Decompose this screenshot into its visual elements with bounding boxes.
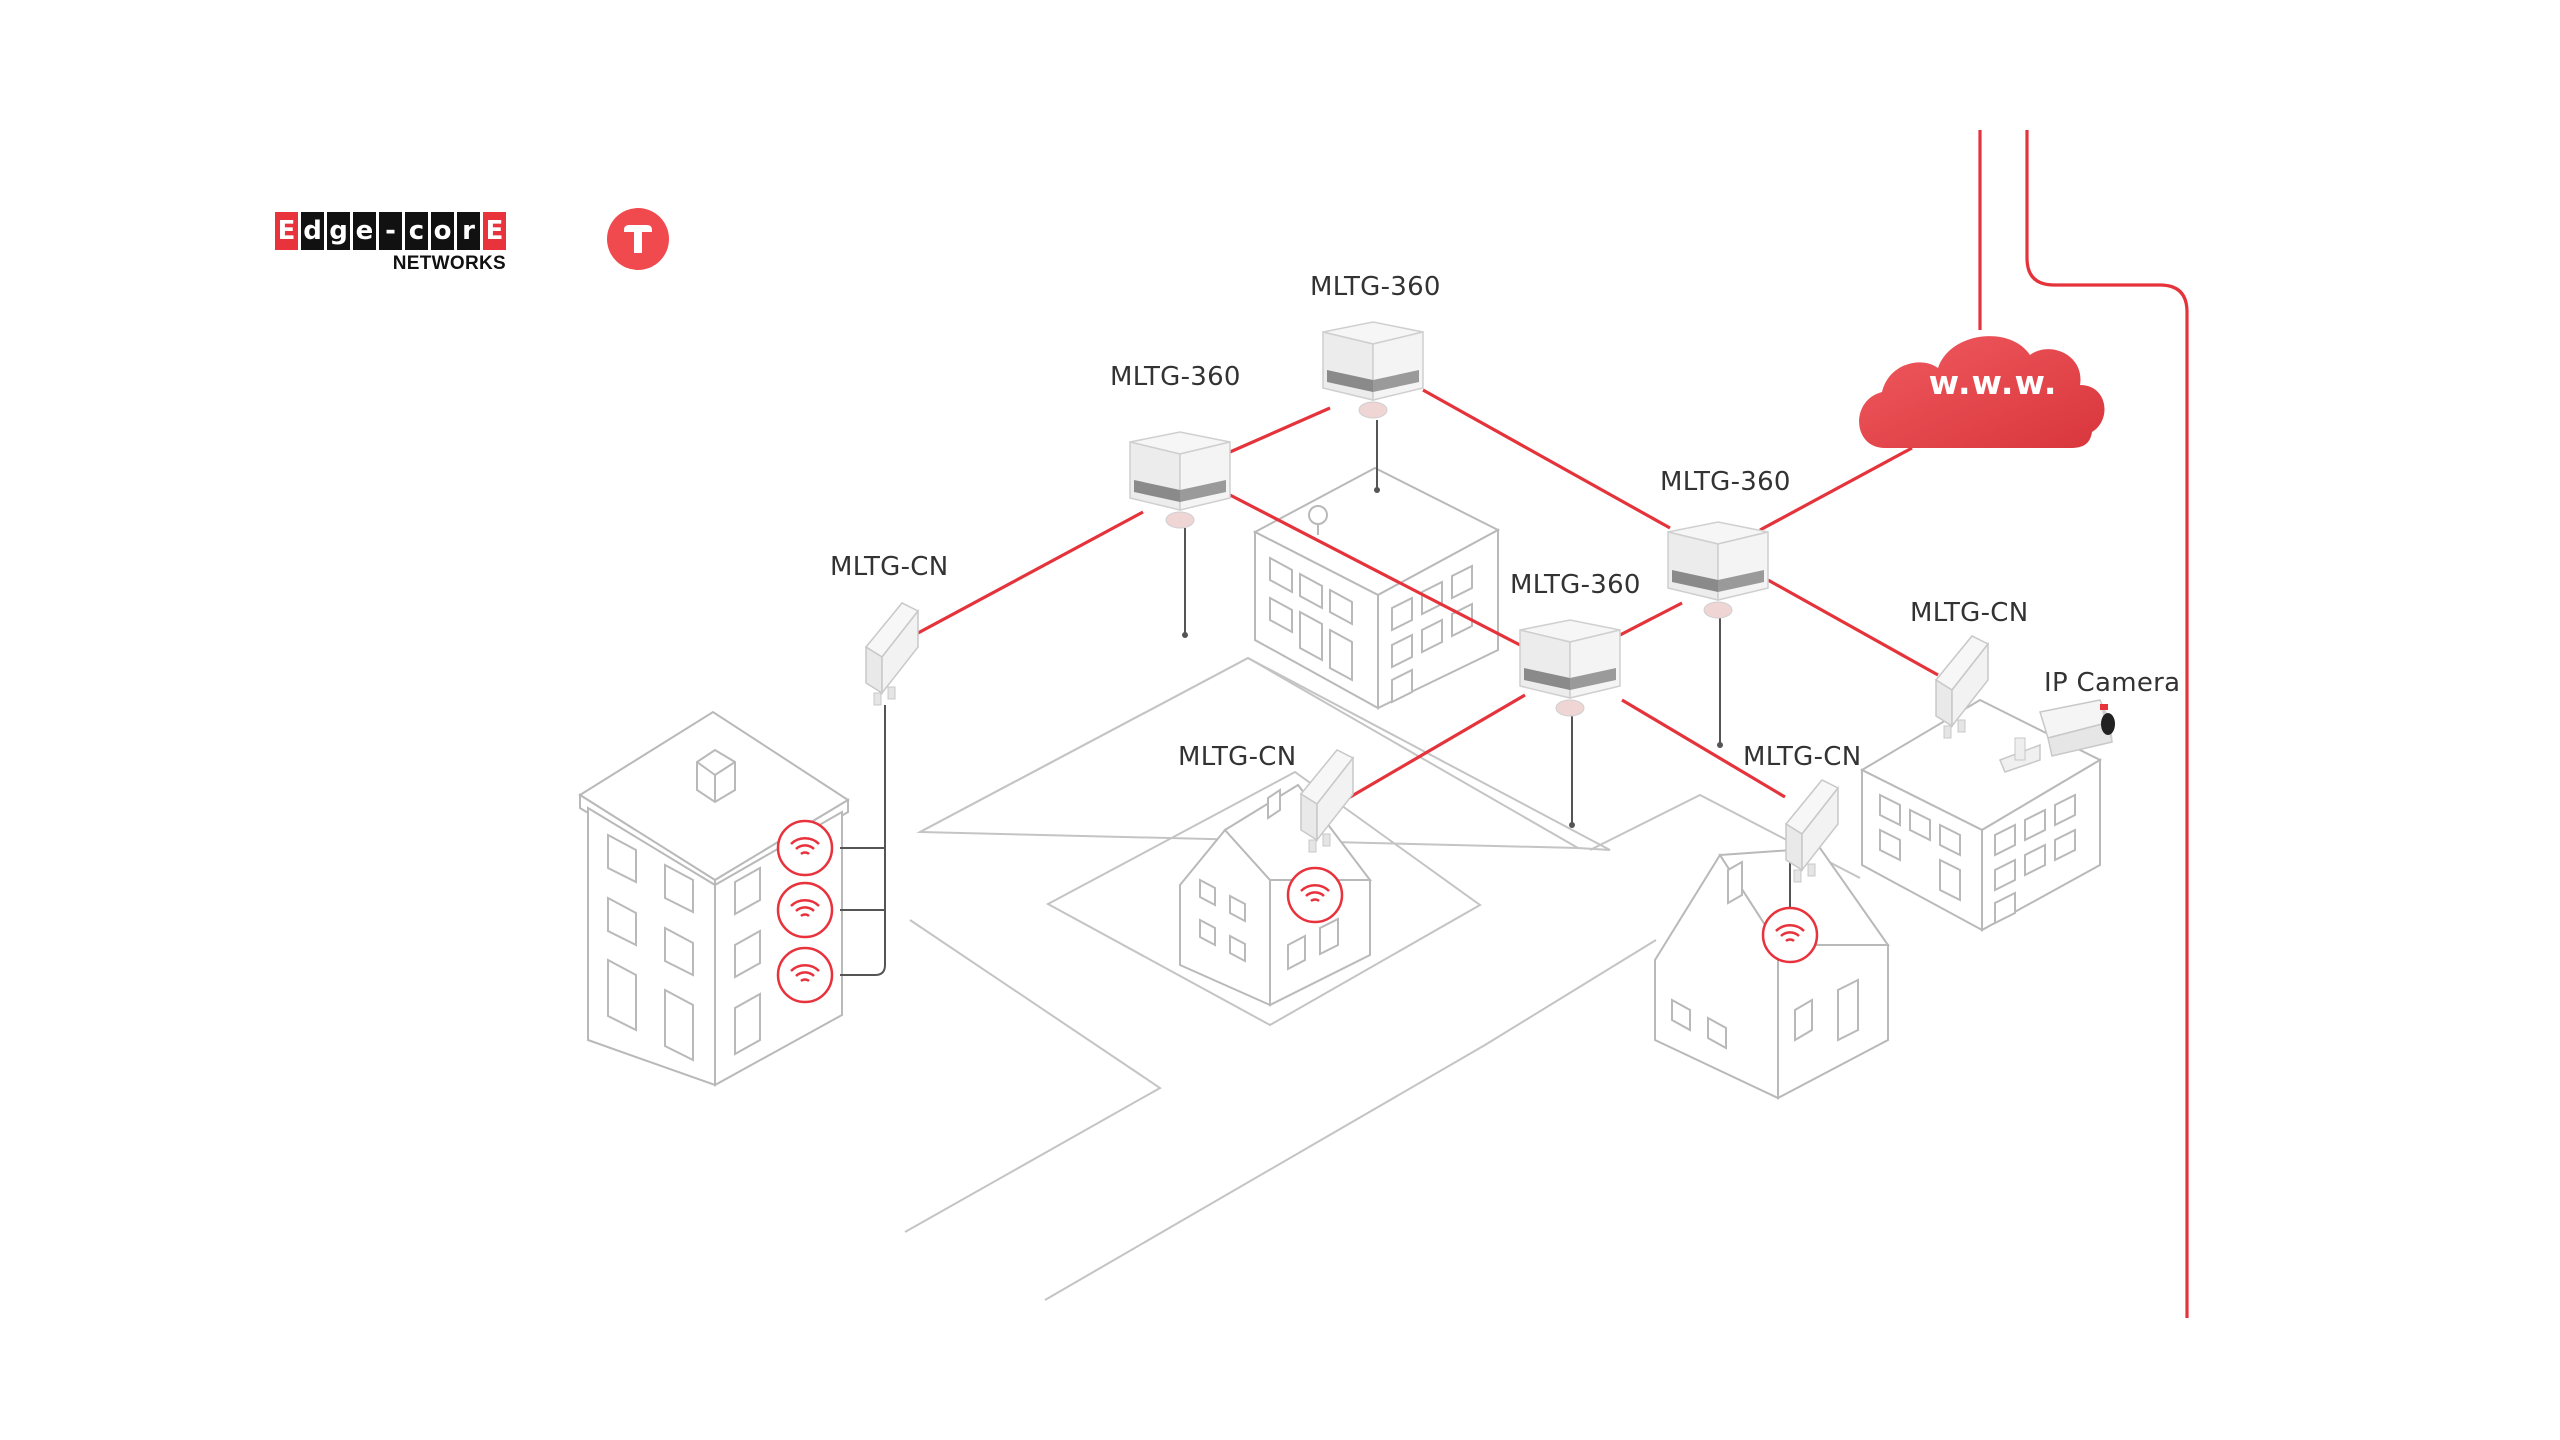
wifi-icons xyxy=(776,819,1819,1004)
mltg-cn-device xyxy=(1784,779,1840,883)
link-360-right-cloud xyxy=(1759,446,1913,532)
house-right xyxy=(1654,846,1890,1100)
link-360-mid-cn-house xyxy=(1344,693,1526,802)
link-360-right-cn-right xyxy=(1767,578,1939,677)
label-mltg-cn-right: MLTG-CN xyxy=(1910,598,2029,628)
logo-letter: o xyxy=(431,212,454,250)
wifi-icon xyxy=(1761,906,1819,964)
wireless-links xyxy=(904,130,2189,1318)
wifi-icon xyxy=(776,946,834,1004)
mltg-cn-device xyxy=(864,602,920,706)
mltg-cn-device xyxy=(1934,635,1990,739)
label-mltg-360-right: MLTG-360 xyxy=(1660,467,1791,497)
label-mltg-360-top: MLTG-360 xyxy=(1310,272,1441,302)
logo-letter: r xyxy=(457,212,480,250)
street-map xyxy=(904,656,1861,1301)
label-mltg-cn-left: MLTG-CN xyxy=(830,552,949,582)
link-360-left-360-top xyxy=(1229,406,1331,454)
t-letter-icon xyxy=(624,225,652,253)
mltg-360-device xyxy=(1667,521,1769,619)
uplink-line-b xyxy=(2025,130,2189,1318)
office-building-center xyxy=(1252,466,1501,710)
label-mltg-360-mid: MLTG-360 xyxy=(1510,570,1641,600)
logo-letter: c xyxy=(405,212,428,250)
street-west xyxy=(904,919,1162,1233)
logo-subtitle: NETWORKS xyxy=(392,253,506,274)
ip-camera-icon xyxy=(1999,699,2115,773)
logo-letter: e xyxy=(353,212,376,250)
logo-letter: E xyxy=(483,212,506,250)
brand-t-logo xyxy=(607,208,669,270)
mltg-360-device xyxy=(1519,619,1621,717)
link-360-mid-360-right xyxy=(1619,601,1683,637)
street-south xyxy=(1044,939,1657,1301)
cloud-label: w.w.w. xyxy=(1928,363,2058,402)
office-building-right xyxy=(1859,698,2103,932)
mltg-cn-device xyxy=(1299,749,1355,853)
mltg-360-device xyxy=(1129,431,1231,529)
wifi-icon xyxy=(776,819,834,877)
wifi-icon xyxy=(1286,866,1344,924)
edgecore-logo: E d g e - c o r E NETWORKS xyxy=(275,212,506,275)
link-cn-left-360-left xyxy=(904,510,1144,642)
logo-letter: E xyxy=(275,212,298,250)
link-360-left-360-mid xyxy=(1229,493,1521,647)
internet-cloud xyxy=(1859,336,2105,448)
mltg-360-devices xyxy=(1129,321,1769,717)
label-mltg-360-left: MLTG-360 xyxy=(1110,362,1241,392)
label-mltg-cn-mid: MLTG-CN xyxy=(1178,742,1297,772)
link-360-top-360-right xyxy=(1422,388,1671,530)
wifi-icon xyxy=(776,881,834,939)
block-house-lot xyxy=(1045,770,1482,1027)
drop-cables xyxy=(840,420,1791,976)
mltg-cn-devices xyxy=(864,602,1990,883)
block-center-line xyxy=(919,656,1579,849)
edgecore-wordmark: E d g e - c o r E xyxy=(275,212,506,250)
label-ip-camera: IP Camera xyxy=(2044,668,2181,698)
logo-letter: - xyxy=(379,212,402,250)
label-mltg-cn-house: MLTG-CN xyxy=(1743,742,1862,772)
logo-letter: g xyxy=(327,212,350,250)
logo-letter: d xyxy=(301,212,324,250)
link-360-mid-cn-house-right xyxy=(1621,698,1786,799)
mltg-360-device xyxy=(1322,321,1424,419)
